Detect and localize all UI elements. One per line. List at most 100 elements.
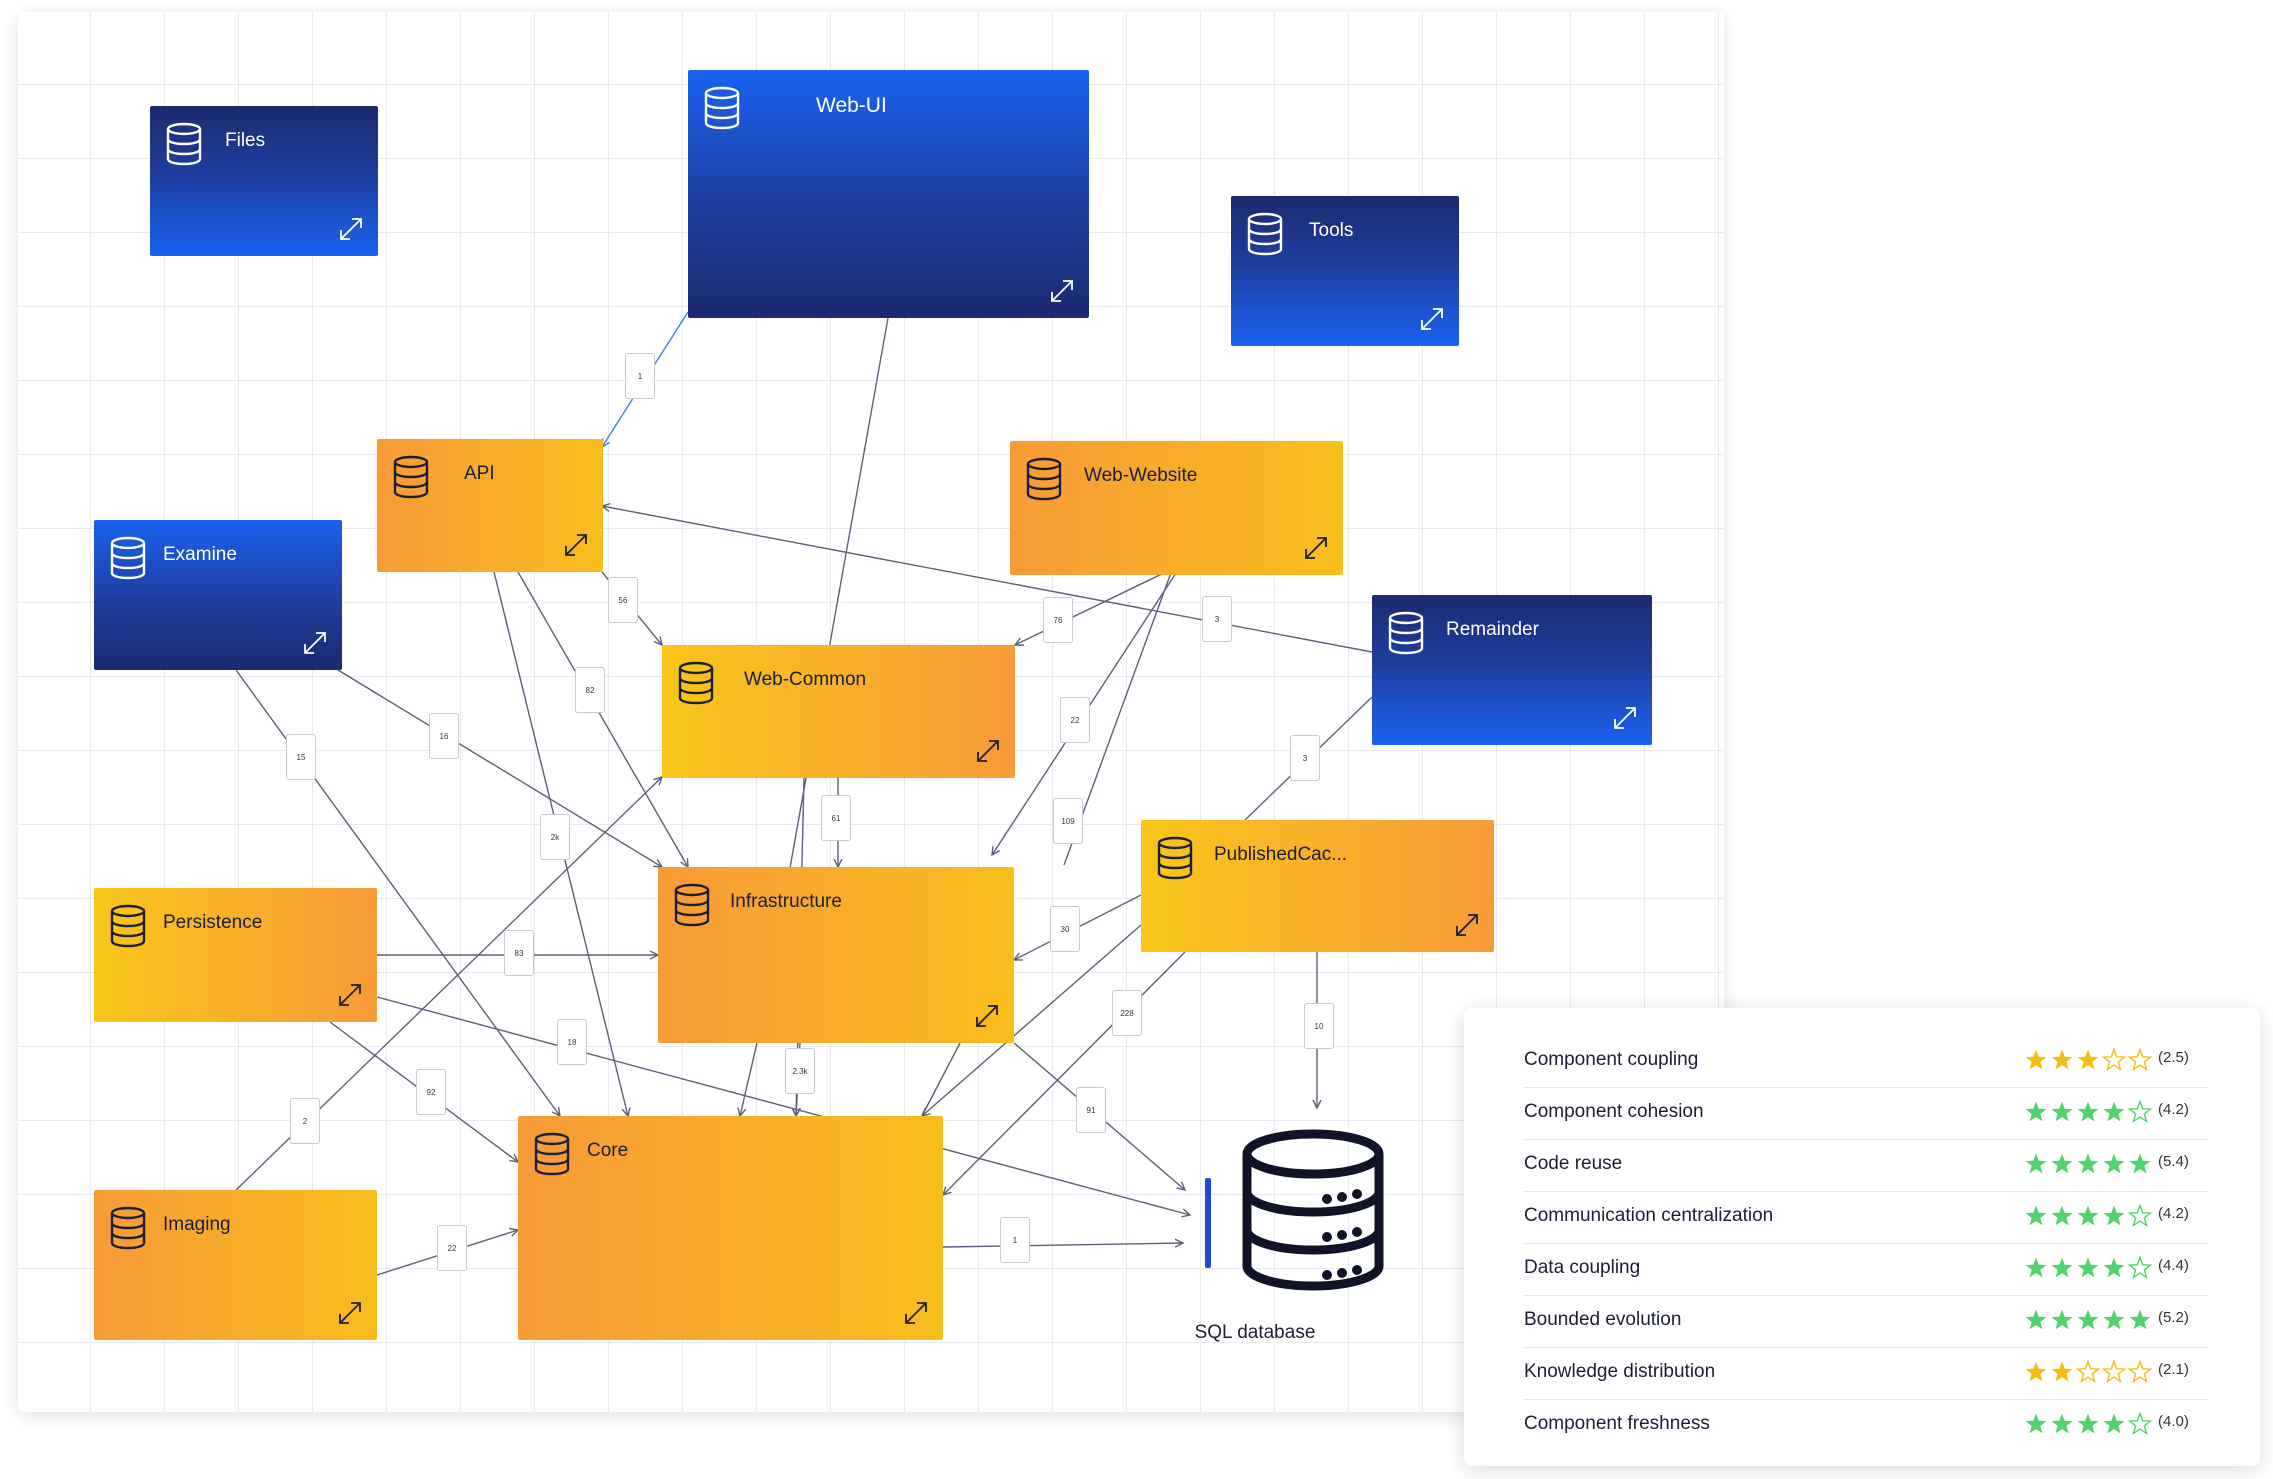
expand-icon[interactable] — [1049, 278, 1075, 304]
metric-score: (4.2) — [2158, 1205, 2189, 1222]
node-label: Files — [225, 130, 266, 151]
node-web-website[interactable]: Web-Website — [1010, 441, 1343, 575]
expand-icon[interactable] — [974, 1003, 1000, 1029]
metric-score: (4.2) — [2158, 1101, 2189, 1118]
edge-label[interactable]: 91 — [1076, 1087, 1106, 1133]
edge-label[interactable]: 3 — [1290, 735, 1320, 781]
expand-icon[interactable] — [1454, 912, 1480, 938]
sql-database-label: SQL database — [1194, 1322, 1316, 1343]
node-infrastructure[interactable]: Infrastructure — [658, 867, 1014, 1043]
expand-icon[interactable] — [338, 216, 364, 242]
edge-label[interactable]: 22 — [1060, 697, 1090, 743]
expand-icon[interactable] — [975, 738, 1001, 764]
star-empty-icon — [2127, 1204, 2153, 1228]
star-filled-icon — [2051, 1205, 2073, 1226]
node-web-ui[interactable]: Web-UI — [688, 70, 1089, 318]
database-icon — [1026, 457, 1062, 501]
database-icon — [1388, 611, 1424, 655]
star-empty-icon — [2127, 1412, 2153, 1436]
database-icon — [1157, 836, 1193, 880]
expand-icon[interactable] — [563, 532, 589, 558]
edge-label[interactable]: 15 — [286, 734, 316, 780]
star-filled-icon — [2051, 1413, 2073, 1434]
edge-label[interactable]: 2k — [540, 814, 570, 860]
edge-label[interactable]: 92 — [416, 1069, 446, 1115]
expand-icon[interactable] — [337, 982, 363, 1008]
star-filled-icon — [2077, 1049, 2099, 1070]
node-remainder[interactable]: Remainder — [1372, 595, 1652, 745]
star-filled-icon — [2103, 1101, 2125, 1122]
sql-database-icon[interactable] — [1238, 1128, 1388, 1296]
edge-core-db — [942, 1243, 1183, 1247]
star-empty-icon — [2101, 1360, 2127, 1384]
star-filled-icon — [2129, 1153, 2151, 1174]
star-filled-icon — [2077, 1413, 2099, 1434]
expand-icon[interactable] — [337, 1300, 363, 1326]
node-label: Web-Website — [1084, 465, 1198, 486]
edge-label[interactable]: 16 — [429, 713, 459, 759]
star-filled-icon — [2051, 1309, 2073, 1330]
metric-name: Component freshness — [1524, 1413, 1710, 1434]
star-rating — [2025, 1153, 2151, 1174]
metric-name: Component cohesion — [1524, 1101, 1704, 1122]
metric-score: (5.2) — [2158, 1309, 2189, 1326]
star-filled-icon — [2129, 1309, 2151, 1330]
database-icon — [393, 455, 429, 499]
expand-icon[interactable] — [1419, 306, 1445, 332]
node-label: Web-Common — [744, 669, 867, 690]
database-selection-bar — [1205, 1178, 1211, 1268]
star-filled-icon — [2103, 1257, 2125, 1278]
metric-score: (2.5) — [2158, 1049, 2189, 1066]
edge-label[interactable]: 18 — [557, 1019, 587, 1065]
node-tools[interactable]: Tools — [1231, 196, 1459, 346]
star-rating — [2025, 1256, 2153, 1280]
star-rating — [2025, 1412, 2153, 1436]
metric-row: Component coupling (2.5) — [1524, 1035, 2208, 1088]
metric-name: Communication centralization — [1524, 1205, 1774, 1226]
star-filled-icon — [2025, 1361, 2047, 1382]
expand-icon[interactable] — [1303, 535, 1329, 561]
node-imaging[interactable]: Imaging — [94, 1190, 377, 1340]
edge-label[interactable]: 1 — [625, 353, 655, 399]
star-rating — [2025, 1204, 2153, 1228]
edge-label[interactable]: 3 — [1202, 596, 1232, 642]
node-persistence[interactable]: Persistence — [94, 888, 377, 1022]
edge-label[interactable]: 109 — [1053, 798, 1083, 844]
node-core[interactable]: Core — [518, 1116, 943, 1340]
edge-label[interactable]: 2 — [290, 1098, 320, 1144]
edge-examine-infrastructure — [337, 669, 662, 867]
metric-score: (5.4) — [2158, 1153, 2189, 1170]
edge-label[interactable]: 2.3k — [785, 1048, 815, 1094]
edge-infrastructure-core — [740, 1042, 758, 1116]
edge-label[interactable]: 76 — [1043, 597, 1073, 643]
edge-label[interactable]: 83 — [504, 930, 534, 976]
edge-label[interactable]: 56 — [608, 577, 638, 623]
node-examine[interactable]: Examine — [94, 520, 342, 670]
expand-icon[interactable] — [903, 1300, 929, 1326]
edge-label[interactable]: 82 — [575, 667, 605, 713]
node-files[interactable]: Files — [150, 106, 378, 256]
metric-row: Component cohesion (4.2) — [1524, 1087, 2208, 1140]
star-empty-icon — [2127, 1360, 2153, 1384]
star-filled-icon — [2077, 1205, 2099, 1226]
node-label: Imaging — [163, 1214, 231, 1235]
node-published-cache[interactable]: PublishedCac... — [1141, 820, 1494, 952]
edge-label[interactable]: 1 — [1000, 1217, 1030, 1263]
edge-label[interactable]: 228 — [1112, 990, 1142, 1036]
edge-label[interactable]: 10 — [1304, 1003, 1334, 1049]
metric-name: Code reuse — [1524, 1153, 1623, 1174]
edge-label[interactable]: 22 — [437, 1225, 467, 1271]
node-api[interactable]: API — [377, 439, 603, 572]
expand-icon[interactable] — [302, 630, 328, 656]
expand-icon[interactable] — [1612, 705, 1638, 731]
star-rating — [2025, 1360, 2153, 1384]
star-empty-icon — [2101, 1048, 2127, 1072]
star-filled-icon — [2025, 1205, 2047, 1226]
star-filled-icon — [2077, 1309, 2099, 1330]
star-filled-icon — [2025, 1309, 2047, 1330]
edge-label[interactable]: 61 — [821, 795, 851, 841]
metric-score: (2.1) — [2158, 1361, 2189, 1378]
node-web-common[interactable]: Web-Common — [662, 645, 1015, 778]
edge-label[interactable]: 30 — [1050, 906, 1080, 952]
node-label: Infrastructure — [730, 891, 842, 912]
